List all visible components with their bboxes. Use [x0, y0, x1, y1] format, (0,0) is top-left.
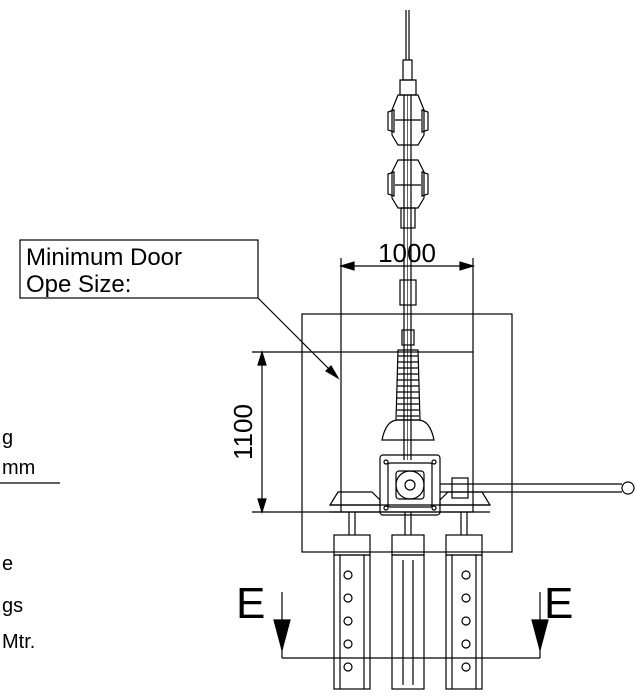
height-dimension — [252, 349, 341, 515]
height-dimension-label: 1100 — [228, 404, 258, 460]
mast — [399, 10, 417, 460]
callout-line-1: Minimum Door — [26, 244, 182, 271]
note-line-4: gs — [2, 595, 23, 617]
note-line-3: e — [2, 553, 13, 575]
callout-line-2: Ope Size: — [26, 271, 131, 298]
door-inner-opening — [340, 351, 474, 513]
base-frame — [328, 491, 492, 513]
middle-clamp — [387, 159, 429, 229]
width-dimension-label: 1000 — [378, 238, 436, 268]
section-line — [273, 592, 549, 659]
left-leg — [333, 512, 371, 690]
width-dimension — [338, 258, 476, 352]
right-leg — [445, 512, 483, 690]
upper-clamp — [387, 94, 429, 146]
door-outer-frame — [301, 313, 513, 553]
section-mark-left: E — [236, 579, 265, 628]
handle-arm — [440, 477, 635, 499]
section-mark-right: E — [544, 579, 573, 628]
note-line-2: mm — [2, 457, 35, 479]
note-line-5: Mtr. — [2, 631, 35, 653]
center-leg — [391, 512, 425, 690]
callout — [19, 239, 340, 380]
gearbox — [379, 454, 441, 516]
lower-joint — [399, 279, 417, 346]
note-line-1: g — [2, 427, 13, 449]
bellows — [381, 349, 435, 441]
